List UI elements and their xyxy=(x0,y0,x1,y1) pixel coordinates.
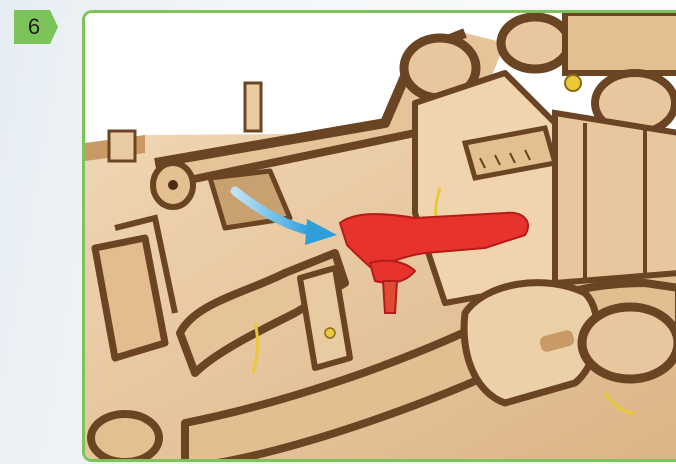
right-mechanism-block xyxy=(555,113,676,283)
bottom-left-wheel xyxy=(91,414,159,462)
step-badge: 6 xyxy=(14,10,60,44)
central-mechanism-housing xyxy=(415,73,555,303)
assembly-illustration xyxy=(85,13,676,462)
lower-frame-slot-piece xyxy=(464,283,597,403)
pivot-disc-left xyxy=(153,163,193,207)
step-number: 6 xyxy=(14,10,54,44)
illustration-frame xyxy=(82,10,676,462)
